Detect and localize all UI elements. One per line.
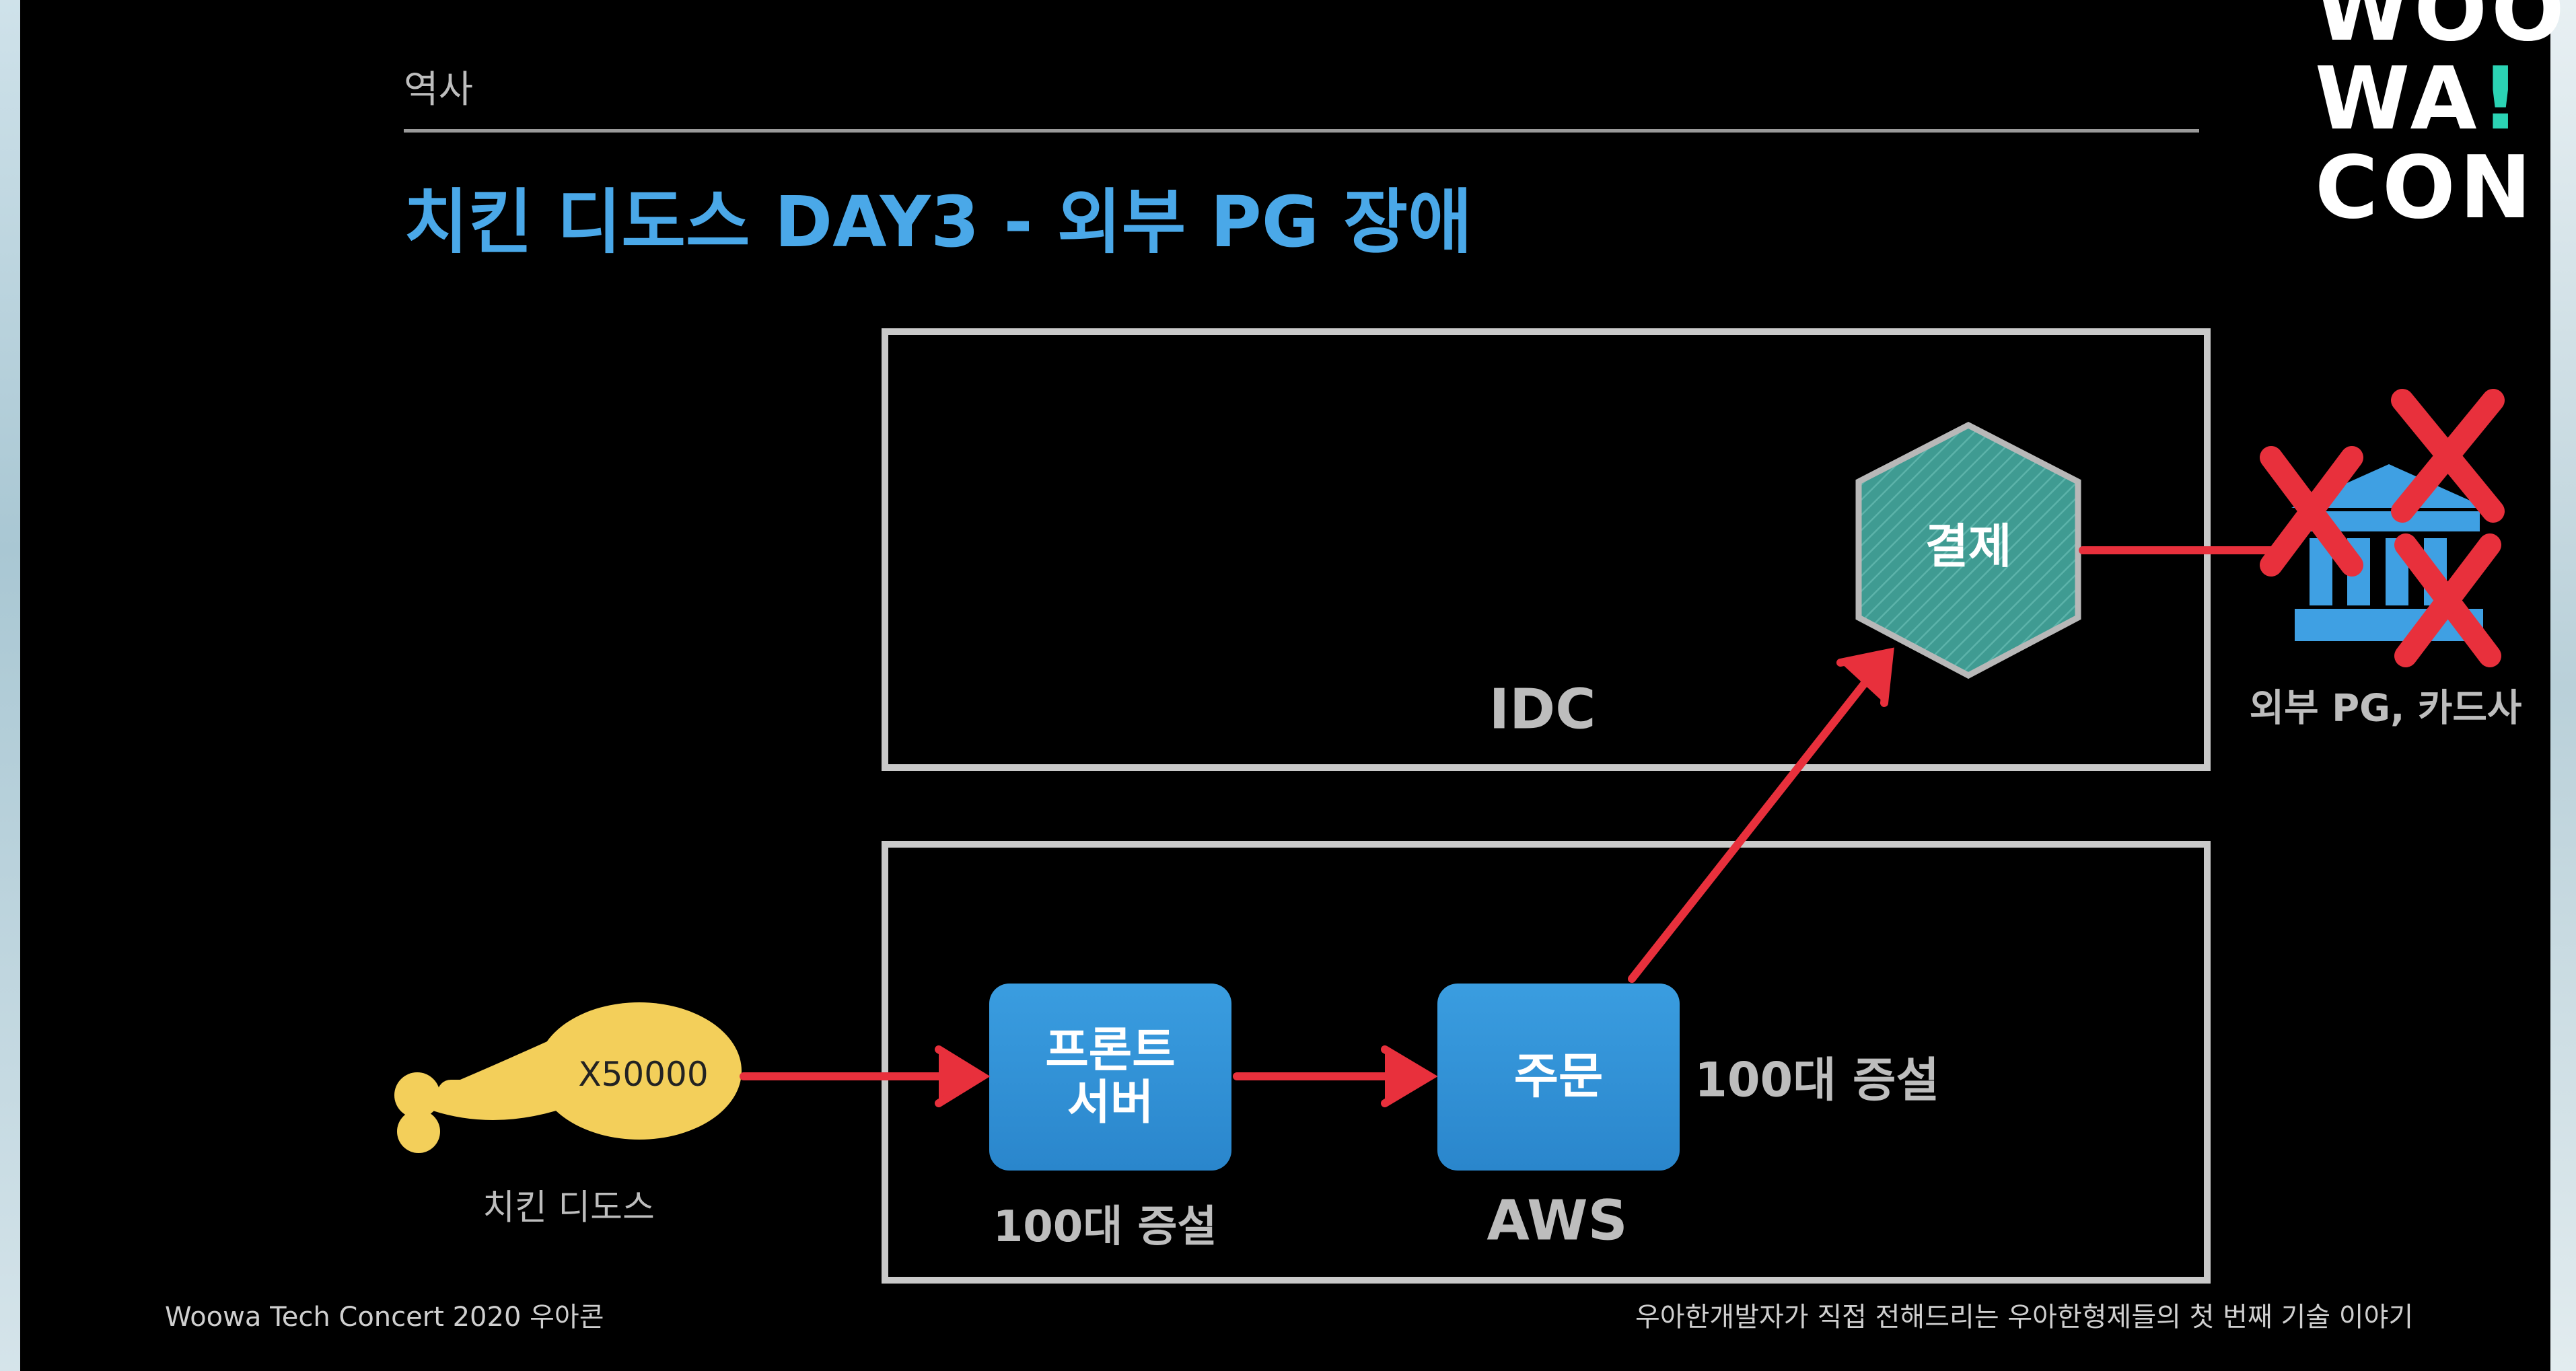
chicken-drumstick-icon bbox=[394, 1002, 742, 1153]
order-server-box bbox=[1437, 984, 1680, 1171]
section-label: 역사 bbox=[404, 68, 474, 112]
slide-title: 치킨 디도스 DAY3 - 외부 PG 장애 bbox=[404, 181, 1472, 263]
chicken-count-badge: X50000 bbox=[578, 1055, 709, 1094]
front-server-line-1: 프론트 bbox=[1045, 1022, 1176, 1078]
front-server-scale-label: 100대 증설 bbox=[993, 1202, 1217, 1252]
footer-tagline: 우아한개발자가 직접 전해드리는 우아한형제들의 첫 번째 기술 이야기 bbox=[1635, 1302, 2414, 1333]
failure-x-marks bbox=[2260, 389, 2505, 667]
right-edge-strip bbox=[2550, 0, 2576, 1371]
payment-label: 결제 bbox=[1925, 518, 2012, 574]
header-divider bbox=[404, 129, 2199, 133]
left-edge-strip bbox=[0, 0, 20, 1371]
order-scale-label: 100대 증설 bbox=[1694, 1052, 1939, 1108]
footer-event-name: Woowa Tech Concert 2020 우아콘 bbox=[165, 1302, 604, 1333]
chicken-ddos-label: 치킨 디도스 bbox=[482, 1187, 655, 1228]
idc-zone-label: IDC bbox=[1489, 677, 1596, 742]
order-server-label: 주문 bbox=[1513, 1047, 1604, 1105]
front-server-line-2: 서버 bbox=[1067, 1075, 1154, 1130]
logo-exclamation: ! bbox=[2480, 49, 2524, 149]
front-server-label: 프론트 서버 bbox=[1045, 1022, 1176, 1130]
logo-line-2-text: WA bbox=[2315, 49, 2481, 149]
flow-arrows bbox=[740, 546, 2292, 1107]
logo-line-2: WA! bbox=[2315, 55, 2576, 144]
logo-line-1: WOO bbox=[2315, 0, 2569, 61]
woowacon-logo: WOO WA! CON bbox=[2315, 0, 2576, 256]
front-server-box bbox=[989, 984, 1231, 1171]
payment-hexagon bbox=[1855, 421, 2081, 679]
aws-zone-box bbox=[882, 841, 2211, 1284]
aws-zone-label: AWS bbox=[1487, 1189, 1628, 1253]
logo-line-3: CON bbox=[2315, 138, 2536, 238]
external-pg-label: 외부 PG, 카드사 bbox=[2249, 686, 2522, 731]
